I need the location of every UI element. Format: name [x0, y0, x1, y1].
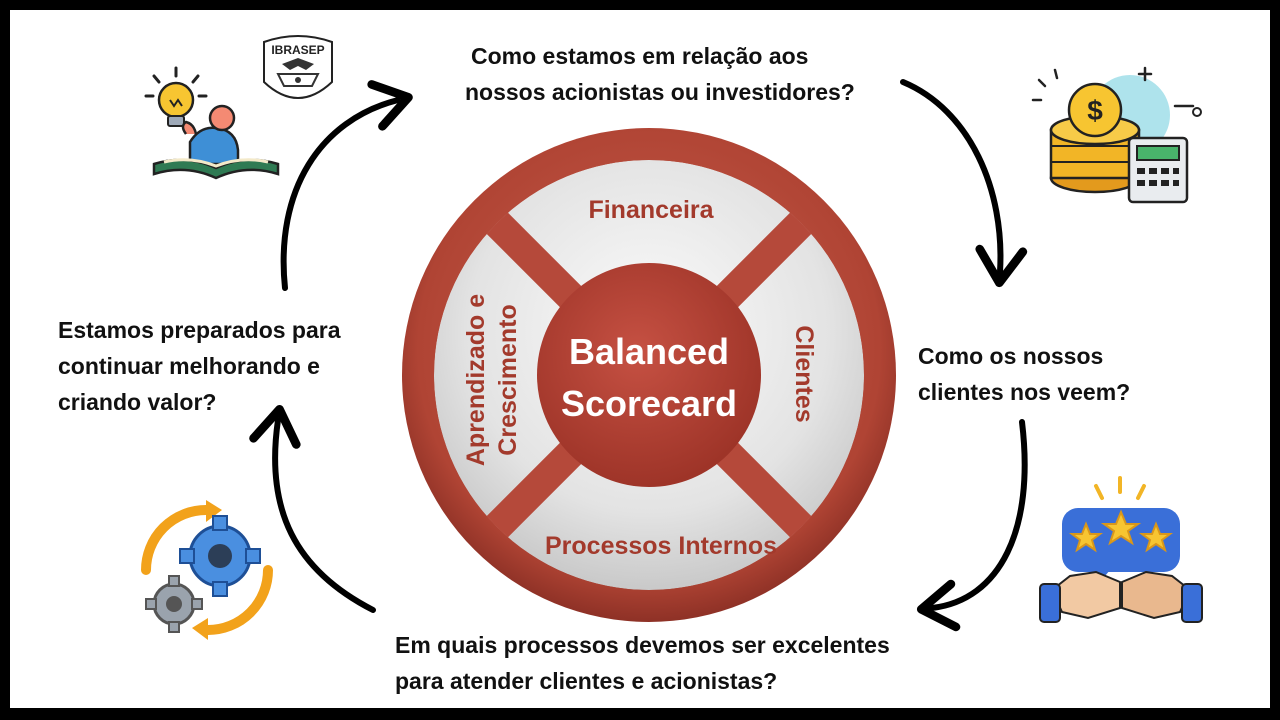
stars-handshake-icon [1039, 476, 1203, 623]
diagram-graphics: Financeira Processos Internos Clientes A… [141, 35, 1203, 640]
question-customers-line2: clientes nos veem? [918, 379, 1131, 405]
question-customers-line1: Como os nossos [918, 343, 1104, 369]
question-learning-line3: criando valor? [58, 389, 217, 415]
arrow-learning-to-financial [280, 80, 413, 291]
center-title-line1: Balanced [569, 331, 729, 372]
ibrasep-logo: IBRASEP [263, 35, 333, 99]
center-title-line2: Scorecard [561, 383, 737, 424]
lightbulb-reader-icon [144, 66, 280, 180]
question-financial-line2: nossos acionistas ou investidores? [465, 79, 855, 105]
segment-label-clientes: Clientes [790, 325, 818, 422]
question-learning: Estamos preparados para continuar melhor… [58, 312, 341, 420]
segment-label-aprendizado: Aprendizado e Crescimento [462, 294, 522, 466]
question-processes: Em quais processos devemos ser excelente… [395, 627, 890, 699]
svg-text:Aprendizado e: Aprendizado e [462, 294, 490, 466]
question-financial-line1: Como estamos em relação aos [471, 43, 809, 69]
question-financial: Como estamos em relação aos nossos acion… [465, 38, 855, 110]
question-learning-line1: Estamos preparados para [58, 317, 341, 343]
arrow-processes-to-learning [249, 404, 376, 613]
coins-calculator-icon: $ [1031, 66, 1202, 204]
diagram-canvas: Financeira Processos Internos Clientes A… [10, 10, 1270, 708]
svg-text:IBRASEP: IBRASEP [271, 43, 324, 57]
arrow-customers-to-processes [916, 419, 1028, 632]
gears-cycle-icon [141, 500, 273, 640]
arrow-financial-to-customers [900, 79, 1028, 288]
question-learning-line2: continuar melhorando e [58, 353, 320, 379]
bsc-hub [537, 263, 761, 487]
question-customers: Como os nossos clientes nos veem? [918, 338, 1130, 410]
question-processes-line2: para atender clientes e acionistas? [395, 668, 778, 694]
segment-label-processos-internos: Processos Internos [545, 532, 777, 560]
segment-label-financeira: Financeira [588, 196, 714, 224]
question-processes-line1: Em quais processos devemos ser excelente… [395, 632, 890, 658]
svg-text:$: $ [1087, 95, 1103, 126]
svg-text:Crescimento: Crescimento [494, 304, 522, 455]
